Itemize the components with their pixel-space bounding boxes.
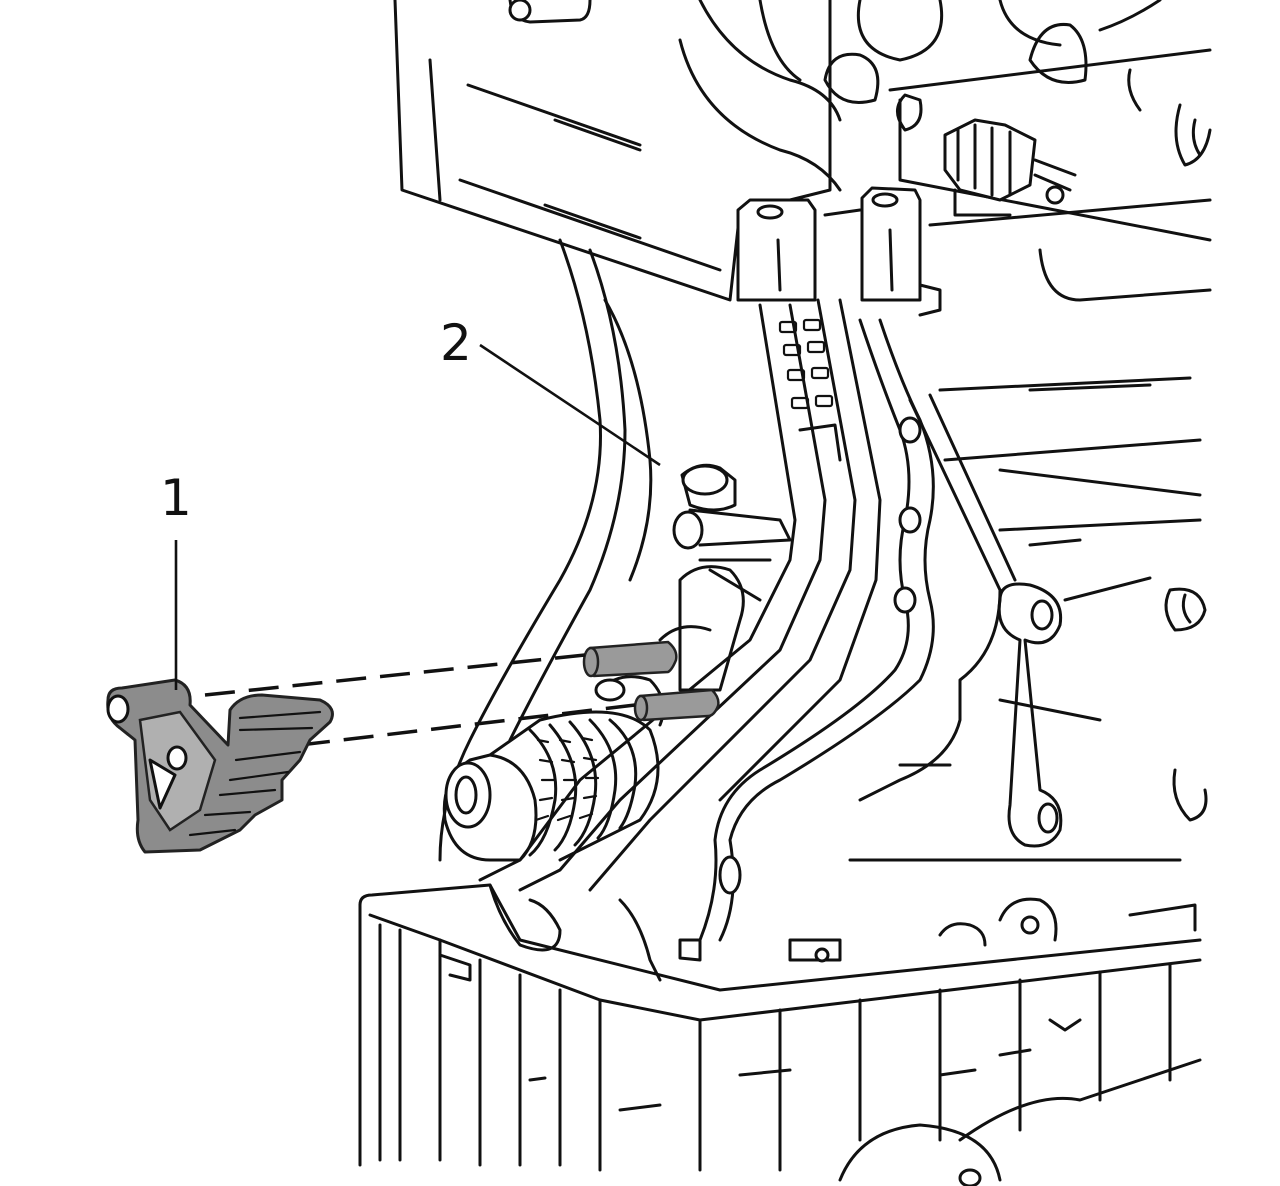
engine-block (393, 0, 1212, 302)
timing-cover (438, 186, 942, 942)
engine-block-side (848, 376, 1208, 862)
callout-label-1: 1 (160, 469, 192, 527)
callout-1: 1 (160, 469, 192, 690)
tensioner-arm (997, 582, 1063, 848)
callout-2: 2 (440, 314, 661, 467)
oil-pan (358, 883, 1202, 1186)
bracket-part-1 (106, 678, 334, 854)
sensor-component (943, 118, 1077, 217)
assembly-guide-lines (204, 653, 636, 747)
dowel-pins (582, 640, 720, 722)
callout-label-2: 2 (440, 314, 472, 372)
crankshaft-gear-assembly (442, 463, 792, 862)
